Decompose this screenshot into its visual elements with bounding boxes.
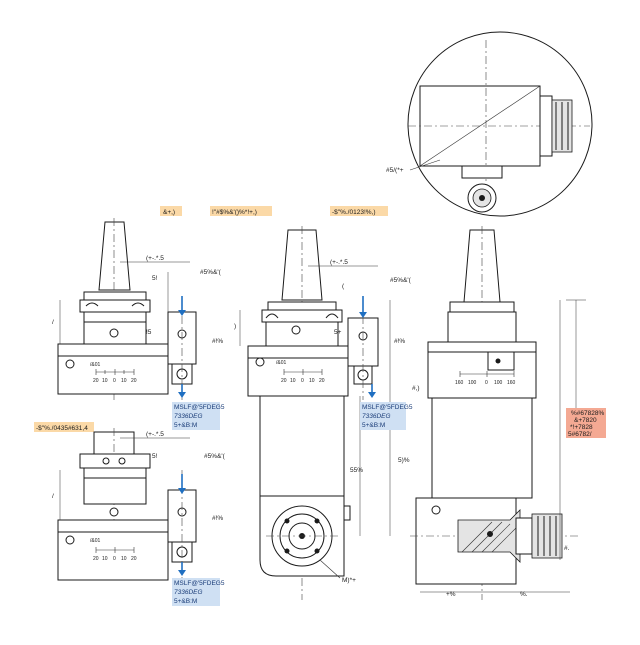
dim-j-text: 5+ (334, 329, 342, 336)
drawing-detail-circle: #5/(*+ (386, 31, 593, 217)
blue-label-3-line3: 5+&B:M (362, 422, 385, 429)
tag-right-red-line3: *!+7828 (570, 424, 593, 431)
scale2-tick-0: 20 (93, 556, 99, 562)
scale3-tick-0: 20 (281, 378, 287, 384)
dim-o-text: #,) (412, 385, 420, 392)
scale4-tick-4: 160 (507, 380, 516, 386)
tag-left-mid: -$"%./0435#631,4 (34, 422, 94, 432)
blue-label-2-line1: MSLF@'5FDEG5 (174, 580, 225, 587)
dim-s-text: %. (520, 591, 528, 598)
blue-label-1-line1: MSLF@'5FDEG5 (174, 404, 225, 411)
scale1-tick-2: 0 (113, 378, 116, 384)
scale4-tick-2: 0 (485, 380, 488, 386)
dim-l-text: /&01 (276, 360, 287, 366)
dim-t-text: #. (564, 545, 570, 552)
drawing-top-left: /&01 20 10 0 10 20 (+-.*.5 #5%&'( (52, 218, 223, 400)
tag-top-left-text: &+,) (163, 209, 175, 216)
scale1-tick-1: 10 (102, 378, 108, 384)
tag-top-left: &+,) (160, 206, 182, 216)
tag-left-mid-text: -$"%./0435#631,4 (36, 425, 88, 432)
dim-a2-text: (+-.*.5 (146, 431, 164, 438)
scale1-tick-4: 20 (131, 378, 137, 384)
dim-i-text: ( (342, 283, 345, 290)
scale1-tick-3: 10 (121, 378, 127, 384)
dim-c-text: 5! (152, 275, 158, 282)
dim-a-text: (+-.*.5 (146, 255, 164, 262)
scale3-tick-2: 0 (301, 378, 304, 384)
scale-ruler-1: 20 10 0 10 20 (93, 369, 137, 384)
dim-b2-text: #5%&'( (204, 453, 226, 460)
scale-ruler-3: 20 10 0 10 20 (281, 369, 325, 384)
dim-g-text: (+-.*.5 (330, 259, 348, 266)
scale1-tick-0: 20 (93, 378, 99, 384)
dim-q-text: #5/(*+ (386, 167, 404, 174)
drawing-bottom-left: /&01 20 10 0 10 20 (+-.*.5 #5%&'( 5! #!%… (52, 428, 226, 581)
dim-b-text: #5%&'( (200, 269, 222, 276)
dim-v-text: / (52, 319, 54, 326)
scale2-tick-2: 0 (113, 556, 116, 562)
blue-label-1-line2: 7336DEG (174, 413, 203, 420)
blue-label-1-line3: 5+&B:M (174, 422, 197, 429)
tag-right-red-line4: 5#6782/ (568, 431, 592, 438)
scale3-tick-3: 10 (309, 378, 315, 384)
blue-label-3: MSLF@'5FDEG5 7336DEG 5+&B:M (360, 402, 413, 430)
dim-d-text: !5 (146, 329, 152, 336)
scale2-tick-3: 10 (121, 556, 127, 562)
blue-label-1: MSLF@'5FDEG5 7336DEG 5+&B:M (172, 402, 225, 430)
tag-right-red-line1: %#67828% (571, 410, 604, 417)
dim-k-text: #!% (394, 338, 405, 345)
scale4-tick-0: 160 (455, 380, 464, 386)
blue-label-2-line3: 5+&B:M (174, 598, 197, 605)
dim-f2-text: /&01 (90, 538, 101, 544)
tag-right-red-line2: &+7820 (574, 417, 597, 424)
blue-label-2: MSLF@'5FDEG5 7336DEG 5+&B:M (172, 578, 225, 606)
drawing-right-angle-head: 160 100 0 100 160 +% %. #. (410, 226, 586, 600)
dim-n-text: 5)% (398, 457, 410, 464)
dim-e-text: #!% (212, 338, 223, 345)
blue-label-2-line2: 7336DEG (174, 589, 203, 596)
dim-f-text: /&01 (90, 362, 101, 368)
dim-c2-text: 5! (152, 453, 158, 460)
dim-m-text: 55% (350, 467, 363, 474)
scale-ruler-4: 160 100 0 100 160 (455, 371, 516, 386)
scale4-tick-3: 100 (494, 380, 503, 386)
scale3-tick-1: 10 (290, 378, 296, 384)
scale3-tick-4: 20 (319, 378, 325, 384)
tag-right-red: %#67828% &+7820 *!+7828 5#6782/ (566, 408, 606, 438)
tag-top-mid-left: !"#$%&'()%*!+,) (210, 206, 272, 216)
dim-p-text: M)*+ (342, 577, 356, 584)
tag-top-mid-left-text: !"#$%&'()%*!+,) (212, 209, 257, 216)
dim-e2-text: #!% (212, 515, 223, 522)
scale-ruler-2: 20 10 0 10 20 (93, 547, 137, 562)
dim-v2-text: / (52, 493, 54, 500)
drawing-middle: /&01 20 10 0 10 20 (234, 226, 420, 600)
dim-h-text: #5%&'( (390, 277, 412, 284)
scale2-tick-1: 10 (102, 556, 108, 562)
tag-top-mid-right-text: -$"%./0123!%,) (332, 209, 376, 216)
blue-label-3-line2: 7336DEG (362, 413, 391, 420)
blue-label-3-line1: MSLF@'5FDEG5 (362, 404, 413, 411)
scale4-tick-1: 100 (468, 380, 477, 386)
scale2-tick-4: 20 (131, 556, 137, 562)
dim-w-text: ) (234, 323, 236, 330)
dim-r-text: +% (446, 591, 456, 598)
tag-top-mid-right: -$"%./0123!%,) (330, 206, 388, 216)
